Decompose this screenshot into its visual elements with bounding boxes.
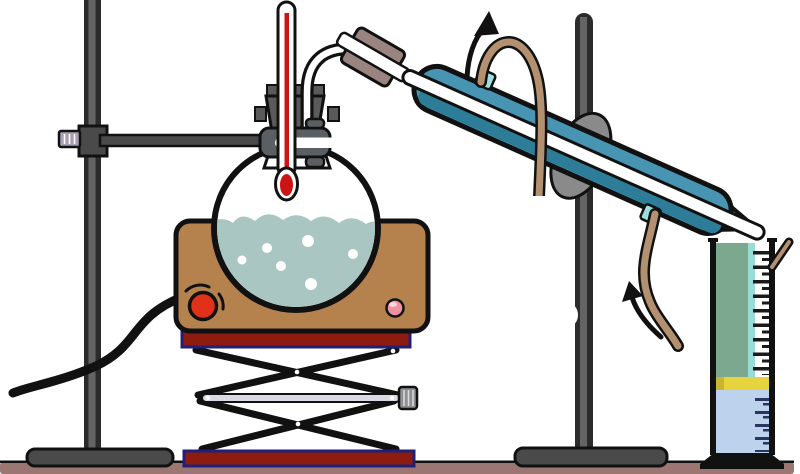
- thermometer-column: [284, 13, 289, 167]
- pivot-dot: [295, 421, 301, 427]
- cylinder-rim: [708, 238, 718, 242]
- cooling-hoses: [475, 36, 684, 352]
- water-drop: [558, 303, 578, 327]
- clamp-arm: [98, 133, 265, 148]
- flow-arrow-in-head: [622, 281, 643, 302]
- jack-bottom-plate: [182, 449, 416, 468]
- flask-liquid: [217, 214, 375, 307]
- adapter-joint: [335, 26, 411, 88]
- lab-jack: [180, 329, 419, 468]
- stopper-wing: [254, 106, 267, 122]
- right-stand-pole-highlight: [580, 17, 587, 455]
- indicator-light: [385, 298, 405, 318]
- knob-dial-arc: [184, 283, 211, 293]
- left-stand-base: [25, 447, 175, 468]
- thermometer-bulb-mercury: [280, 174, 293, 196]
- pivot-dot: [205, 395, 211, 401]
- cylinder-glass-highlight: [748, 243, 755, 377]
- cylinder-rim: [767, 238, 777, 242]
- screw-rod: [201, 393, 401, 403]
- screw-knob-knurls: [403, 390, 414, 406]
- pivot-dot: [294, 369, 300, 375]
- outflow-water: [520, 196, 557, 223]
- pivot-dot: [390, 348, 396, 354]
- cylinder-glass-shade: [716, 243, 748, 377]
- power-cord: [8, 292, 187, 398]
- thermometer: [274, 0, 299, 202]
- bubbles: [237, 235, 358, 290]
- left-stand-pole-highlight: [88, 0, 96, 452]
- inner-tube: [401, 69, 766, 241]
- neck-clamp-jaw: [304, 155, 326, 169]
- right-stand-base: [513, 446, 669, 468]
- flow-arrow-out-head: [474, 11, 499, 36]
- water-flow-indicators: [464, 11, 664, 340]
- indicator-highlight: [389, 302, 397, 307]
- distillate-layer-edge: [716, 377, 724, 390]
- cylinder-right-wall: [769, 240, 775, 455]
- neck-clamp-jaw: [304, 117, 326, 130]
- outlet-hose: [477, 38, 545, 201]
- knob-dial-arc: [217, 292, 225, 311]
- cylinder-base: [700, 453, 784, 469]
- power-knob: [187, 290, 219, 322]
- stopper-wing: [327, 106, 340, 122]
- distillate-layer: [724, 377, 770, 390]
- left-ring-stand: [25, 0, 265, 468]
- clamp-knob-knurls: [63, 134, 76, 144]
- inlet-hose: [640, 210, 682, 350]
- inlet-hose-end: [770, 240, 791, 269]
- cylinder-left-wall: [710, 240, 716, 455]
- graduated-cylinder: [700, 237, 794, 469]
- pivot-dot: [389, 395, 395, 401]
- flow-arrow-in-tail: [629, 294, 664, 340]
